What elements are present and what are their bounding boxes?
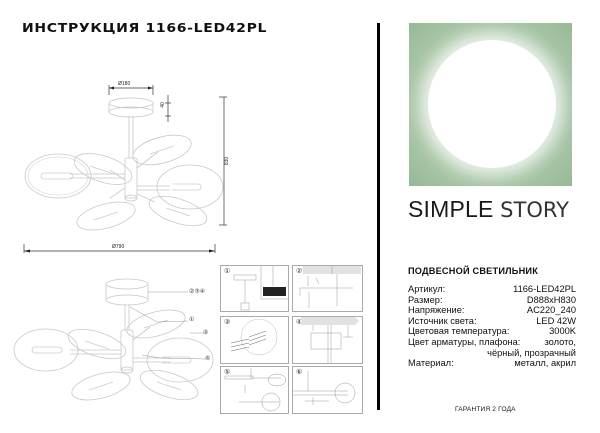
spec-value: 3000K xyxy=(549,326,576,337)
callout-part-5: ⑤ xyxy=(203,330,209,336)
step-number: ④ xyxy=(296,319,303,326)
step-number: ③ xyxy=(224,319,231,326)
step-number: ① xyxy=(224,268,231,275)
install-step-1: ① xyxy=(220,265,289,312)
spec-value-continuation: чёрный, прозрачный xyxy=(487,347,576,358)
logo-circle xyxy=(428,40,556,168)
spec-label: Артикул: xyxy=(408,284,446,294)
brand-logo xyxy=(409,23,572,186)
spec-value: золото, xyxy=(544,336,576,347)
install-step-5: ⑤ xyxy=(220,366,289,414)
callout-part-6: ⑥ xyxy=(205,356,211,362)
step-number: ⑥ xyxy=(296,369,303,376)
spec-label: Цветовая температура: xyxy=(408,326,510,337)
spec-row-light-source: Источник света: LED 42W xyxy=(408,316,576,327)
dimension-drawing xyxy=(23,85,227,253)
callout-part-1: ① xyxy=(189,317,195,323)
spec-label: Цвет арматуры, плафона: xyxy=(408,336,521,347)
spec-row-color-temp: Цветовая температура: 3000K xyxy=(408,326,576,337)
spec-value: D888xH830 xyxy=(526,294,576,305)
spec-value: 1166-LED42PL xyxy=(513,284,576,294)
spec-label: Напряжение: xyxy=(408,305,465,316)
product-type: ПОДВЕСНОЙ СВЕТИЛЬНИК xyxy=(408,266,539,276)
step-2-illustration xyxy=(299,266,361,308)
page-title: ИНСТРУКЦИЯ 1166-LED42PL xyxy=(22,20,268,35)
step-6-illustration xyxy=(293,371,356,405)
exploded-drawing xyxy=(13,278,214,401)
spec-value: металл, акрил xyxy=(514,358,576,369)
spec-label: Материал: xyxy=(408,358,454,369)
step-3-illustration xyxy=(230,318,278,356)
spec-label: Источник света: xyxy=(408,315,477,326)
page-divider xyxy=(377,23,380,410)
step-1-illustration xyxy=(233,266,288,311)
dim-total-height: 830 xyxy=(224,156,231,166)
spec-row-article: Артикул: 1166-LED42PL xyxy=(408,284,576,295)
dim-canopy-height: 40 xyxy=(159,102,166,108)
install-step-3: ③ xyxy=(220,316,289,364)
step-number: ② xyxy=(296,268,303,275)
brand-name-light: STORY xyxy=(500,198,569,222)
warranty-note: ГАРАНТИЯ 2 ГОДА xyxy=(455,406,516,413)
spec-row-voltage: Напряжение: AC220_240 xyxy=(408,305,576,316)
brand-name-bold: SIMPLE xyxy=(408,196,494,222)
dim-canopy-diameter: Ø180 xyxy=(118,81,131,87)
spec-row-material: Материал: металл, акрил xyxy=(408,358,576,369)
step-4-illustration xyxy=(301,317,359,363)
step-number: ⑤ xyxy=(224,369,231,376)
dim-total-diameter: Ø790 xyxy=(112,244,125,250)
install-step-2: ② xyxy=(292,265,363,312)
install-step-4: ④ xyxy=(292,316,363,364)
spec-label: Размер: xyxy=(408,294,443,305)
install-step-6: ⑥ xyxy=(292,366,363,414)
spec-row-size: Размер: D888xH830 xyxy=(408,295,576,306)
brand-name: SIMPLE STORY xyxy=(408,196,569,223)
callout-parts-2-3-4: ②③④ xyxy=(189,289,206,295)
step-5-illustration xyxy=(224,368,287,412)
spec-row-colors: Цвет арматуры, плафона: золото, xyxy=(408,337,576,348)
spec-value: LED 42W xyxy=(536,315,576,326)
spec-list: Артикул: 1166-LED42PL Размер: D888xH830 На… xyxy=(408,284,576,369)
spec-value: AC220_240 xyxy=(526,305,576,316)
